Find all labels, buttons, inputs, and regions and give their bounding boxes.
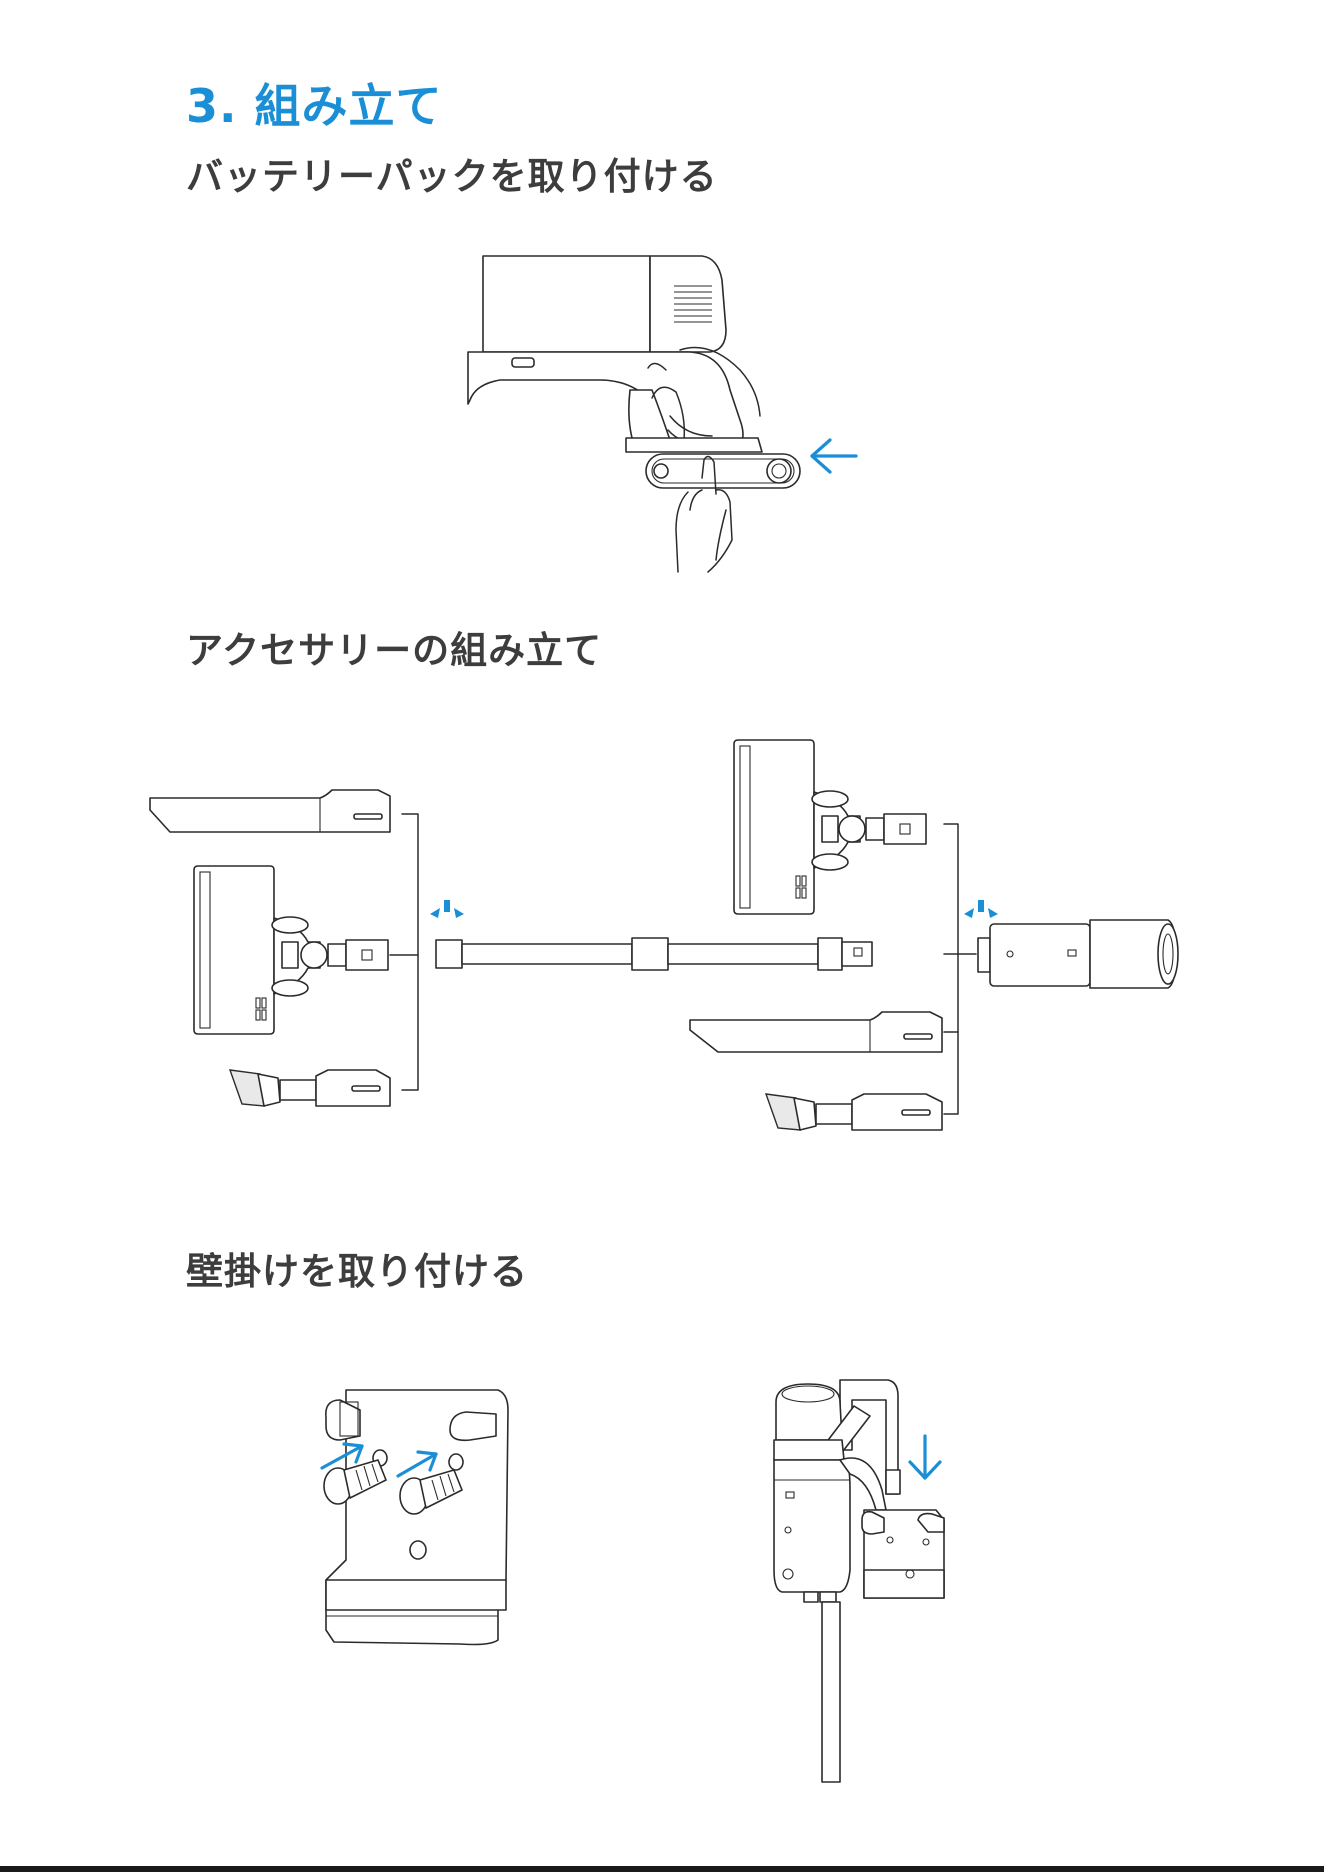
floor-brush-right: [734, 740, 926, 914]
click-sound-icon-right: [964, 900, 998, 918]
arrow-down-icon: [910, 1436, 940, 1478]
section-heading-wall-mount: 壁掛けを取り付ける: [186, 1241, 528, 1295]
click-sound-icon: [430, 900, 464, 918]
dusting-brush-left: [230, 1070, 390, 1106]
accessory-assembly-illustration: [140, 730, 1200, 1150]
dusting-brush-right: [766, 1094, 942, 1130]
battery-pack-illustration: [440, 240, 880, 580]
wall-mount-hanging-illustration: [760, 1370, 980, 1790]
arrow-left-icon: [812, 440, 856, 472]
floor-brush-left: [194, 866, 388, 1034]
crevice-tool-left: [150, 790, 390, 832]
page-title: 3. 組み立て: [186, 70, 443, 136]
vacuum-main-body: [978, 920, 1178, 988]
wall-mount-screws-illustration: [300, 1380, 520, 1660]
crevice-tool-right: [690, 1012, 942, 1052]
section-heading-battery: バッテリーパックを取り付ける: [186, 146, 718, 200]
section-heading-accessory: アクセサリーの組み立て: [186, 620, 602, 674]
page-bottom-rule: [0, 1866, 1324, 1872]
extension-tube: [436, 938, 872, 970]
